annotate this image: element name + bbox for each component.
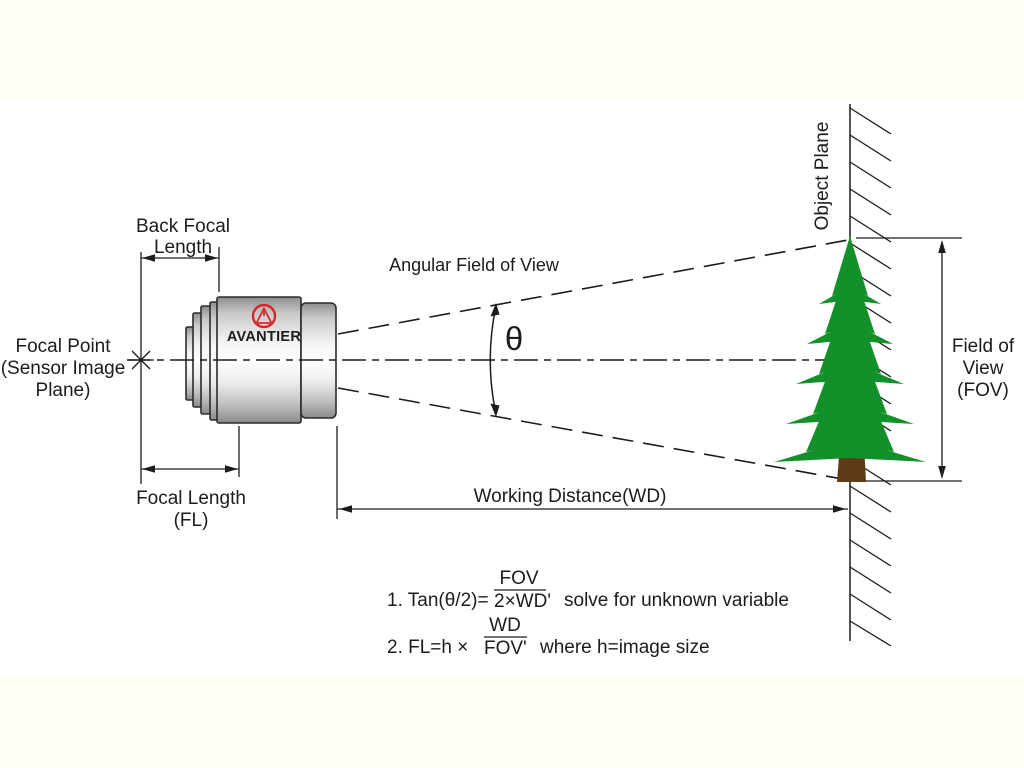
brand-name-text: AVANTIER xyxy=(227,329,302,345)
formula2-suffix: where h=image size xyxy=(539,637,710,658)
formula2-prefix: 2. FL=h × xyxy=(387,637,468,658)
theta-arc xyxy=(489,305,497,415)
pine-tree xyxy=(774,236,926,482)
focal-length-label-line1: Focal Length xyxy=(136,488,246,509)
focal-length-label-line2: (FL) xyxy=(174,510,209,531)
theta-arrow-bottom xyxy=(490,403,500,417)
formula1-suffix: solve for unknown variable xyxy=(564,590,789,611)
field-of-view-label-line3: (FOV) xyxy=(957,380,1009,401)
avantier-logo-ring-icon xyxy=(251,303,277,329)
formula-1: 1. Tan(θ/2)= FOV 2×WD' solve for unknown… xyxy=(387,568,789,612)
bottom-margin-band xyxy=(0,676,1024,768)
focal-point-label-line3: Plane) xyxy=(36,380,91,401)
avantier-logo-triangle-icon xyxy=(255,306,273,324)
formula2-numerator: WD xyxy=(489,615,521,636)
formulas: 1. Tan(θ/2)= FOV 2×WD' solve for unknown… xyxy=(387,568,789,659)
back-focal-length-label-line1: Back Focal xyxy=(136,216,230,237)
tree-tier-2 xyxy=(807,258,893,344)
formula1-prefix: 1. Tan(θ/2)= xyxy=(387,590,489,611)
focal-point-label-line1: Focal Point xyxy=(15,336,111,357)
focal-point-marker xyxy=(128,350,154,370)
wd-arrow-left xyxy=(339,505,352,513)
diagram-labels: Back Focal Length Focal Point (Sensor Im… xyxy=(1,122,1015,531)
formula1-denominator: 2×WD' xyxy=(494,591,551,612)
fov-lower-ray xyxy=(337,387,849,481)
formula2-denominator: FOV' xyxy=(484,638,527,659)
bfl-arrow-left xyxy=(142,254,155,262)
fl-arrow-right xyxy=(225,465,238,473)
tree-tier-1 xyxy=(819,236,881,304)
theta-symbol: θ xyxy=(505,320,523,357)
angular-fov-label: Angular Field of View xyxy=(389,255,560,275)
back-focal-length-label-line2: Length xyxy=(154,237,212,258)
object-plane-label: Object Plane xyxy=(812,122,833,231)
wd-arrow-right xyxy=(833,505,846,513)
formula-2: 2. FL=h × WD FOV' where h=image size xyxy=(387,615,710,659)
fov-arrow-bottom xyxy=(938,466,946,479)
focal-point-label-line2: (Sensor Image xyxy=(1,358,126,379)
bfl-arrow-right xyxy=(205,254,218,262)
theta-arrow-top xyxy=(490,303,500,317)
avantier-logo: AVANTIER xyxy=(227,303,302,345)
field-of-view-label-line1: Field of xyxy=(952,336,1015,357)
working-distance-label: Working Distance(WD) xyxy=(474,486,667,507)
fl-arrow-left xyxy=(142,465,155,473)
fov-upper-ray xyxy=(337,239,849,335)
theta-angle-annotation: θ xyxy=(489,303,523,417)
fov-arrow-top xyxy=(938,240,946,253)
top-margin-band xyxy=(0,0,1024,100)
field-of-view-label-line2: View xyxy=(963,358,1004,379)
formula1-numerator: FOV xyxy=(499,568,538,589)
dimension-lines xyxy=(140,237,962,519)
